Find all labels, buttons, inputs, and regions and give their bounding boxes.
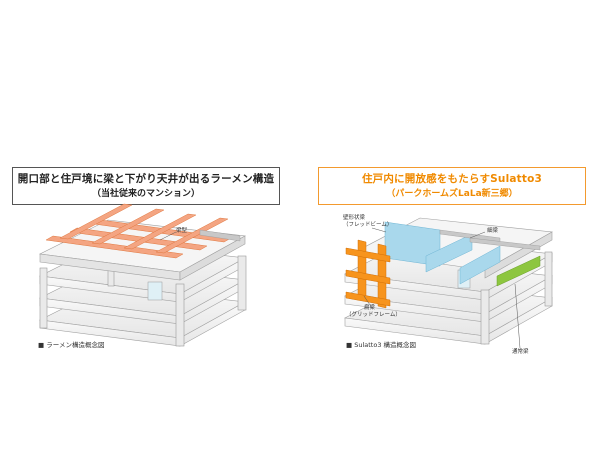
left-building [38, 203, 247, 347]
label-wall-beam-line2: （フレッドビーム） [343, 222, 393, 228]
left-title-main: 開口部と住戸境に梁と下がり天井が出るラーメン構造 [17, 173, 275, 185]
label-wall-beam: 壁形状梁 （フレッドビーム） [343, 215, 392, 229]
left-caption: ■ ラーメン構造概念図 [38, 341, 105, 349]
label-outer-beam-line1: 扁梁 [364, 305, 376, 311]
label-wall-beam-line1: 壁形状梁 [343, 215, 366, 221]
label-outer-beam-line2: （グリッドフレーム） [346, 312, 401, 318]
right-panel-title: 住戸内に開放感をもたらすSulatto3 （パークホームズLaLa新三郷） [318, 167, 586, 205]
right-building [344, 217, 553, 345]
right-caption: ■ Sulatto3 構造概念図 [346, 341, 417, 349]
left-title-sub: （当社従来のマンション） [91, 189, 200, 199]
label-normal-beam: 通常梁 [512, 349, 529, 355]
right-title-main: 住戸内に開放感をもたらすSulatto3 [361, 173, 543, 185]
label-outer-beam: 扁梁 （グリッドフレーム） [346, 305, 401, 319]
label-fine-beam: 細梁 [487, 228, 499, 234]
left-panel-title: 開口部と住戸境に梁と下がり天井が出るラーメン構造 （当社従来のマンション） [12, 167, 280, 205]
label-beam: 梁型 [176, 228, 188, 234]
right-title-sub: （パークホームズLaLa新三郷） [386, 189, 518, 199]
